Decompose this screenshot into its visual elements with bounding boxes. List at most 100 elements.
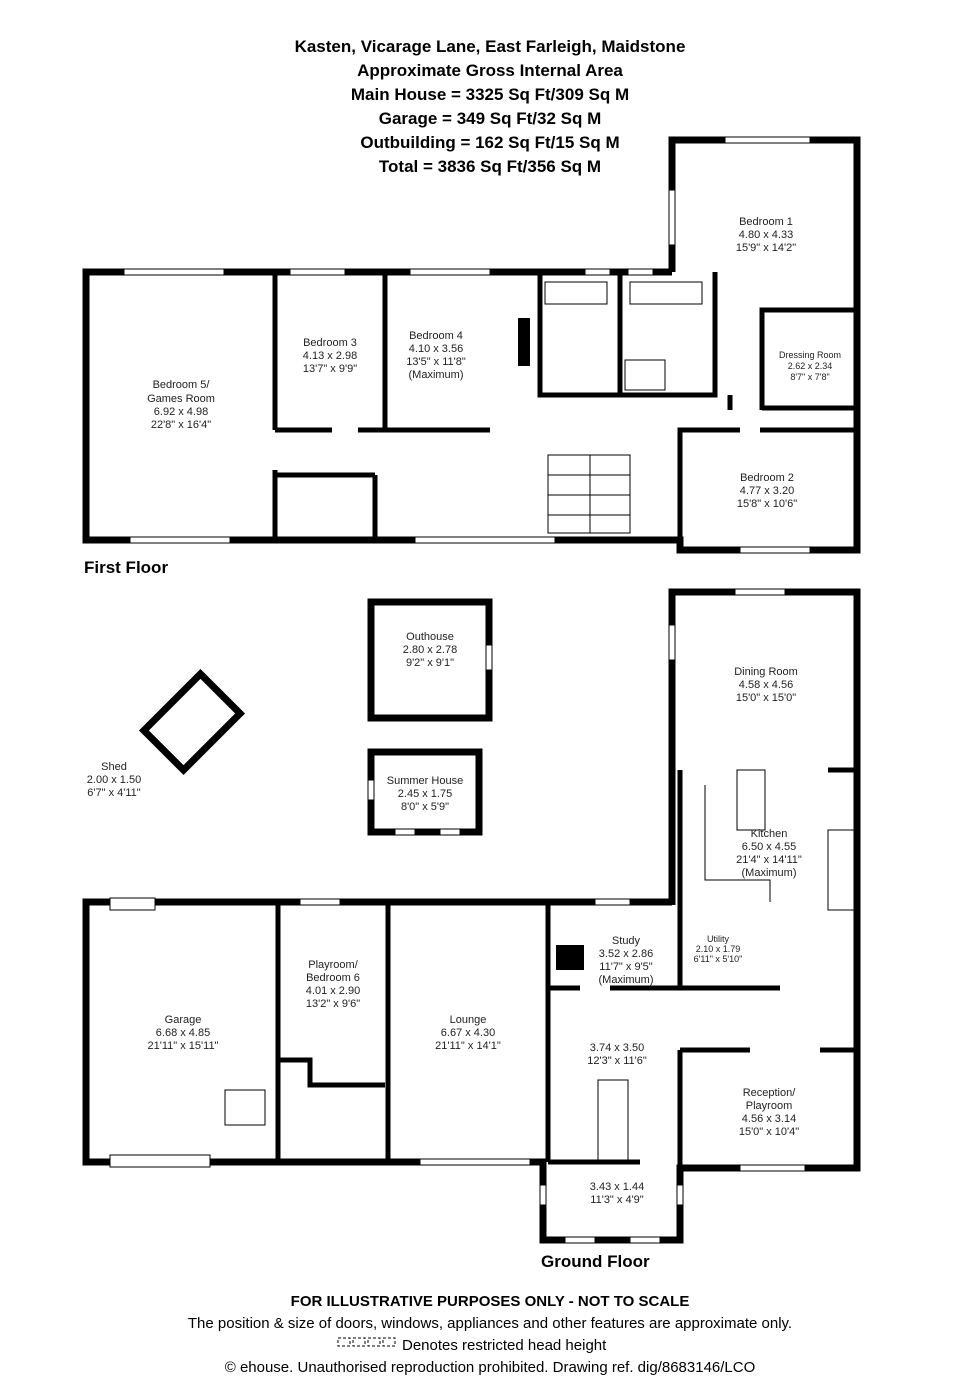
svg-text:11'3" x 4'9": 11'3" x 4'9" <box>590 1194 643 1206</box>
first-floor-plan <box>82 136 861 554</box>
svg-text:2.10 x 1.79: 2.10 x 1.79 <box>696 944 741 954</box>
svg-text:22'8" x 16'4": 22'8" x 16'4" <box>151 419 211 431</box>
svg-text:Outhouse: Outhouse <box>406 631 454 643</box>
svg-text:Dressing Room: Dressing Room <box>779 350 841 360</box>
svg-text:4.10 x 3.56: 4.10 x 3.56 <box>409 343 463 355</box>
svg-text:4.56 x 3.14: 4.56 x 3.14 <box>742 1113 796 1125</box>
svg-text:Summer House: Summer House <box>387 775 463 787</box>
svg-text:13'2" x 9'6": 13'2" x 9'6" <box>306 998 360 1010</box>
svg-text:Bedroom 1: Bedroom 1 <box>739 216 793 228</box>
svg-text:6.92 x 4.98: 6.92 x 4.98 <box>154 406 208 418</box>
svg-text:Dining Room: Dining Room <box>734 666 798 678</box>
svg-text:Bedroom 6: Bedroom 6 <box>306 972 360 984</box>
svg-text:15'8" x 10'6": 15'8" x 10'6" <box>737 498 797 510</box>
svg-text:(Maximum): (Maximum) <box>599 974 654 986</box>
garage-area: Garage = 349 Sq Ft/32 Sq M <box>379 109 602 128</box>
outbuilding-area: Outbuilding = 162 Sq Ft/15 Sq M <box>360 133 619 152</box>
svg-text:4.01 x 2.90: 4.01 x 2.90 <box>306 985 360 997</box>
svg-text:Bedroom 4: Bedroom 4 <box>409 330 463 342</box>
svg-text:9'2" x 9'1": 9'2" x 9'1" <box>406 657 454 669</box>
svg-text:3.52 x 2.86: 3.52 x 2.86 <box>599 948 653 960</box>
svg-text:6'11" x 5'10": 6'11" x 5'10" <box>694 954 743 964</box>
main-house-area: Main House = 3325 Sq Ft/309 Sq M <box>351 85 629 104</box>
svg-text:Garage: Garage <box>165 1014 202 1026</box>
restricted-head-height-legend: Denotes restricted head height <box>337 1337 607 1354</box>
svg-text:6.68 x 4.85: 6.68 x 4.85 <box>156 1027 210 1039</box>
total-area: Total = 3836 Sq Ft/356 Sq M <box>379 157 601 176</box>
svg-text:2.45 x 1.75: 2.45 x 1.75 <box>398 788 452 800</box>
svg-text:Reception/: Reception/ <box>743 1087 797 1099</box>
svg-text:13'7" x 9'9": 13'7" x 9'9" <box>303 363 357 375</box>
svg-text:6'7" x 4'11": 6'7" x 4'11" <box>87 787 140 799</box>
svg-text:21'11" x 14'1": 21'11" x 14'1" <box>435 1040 501 1052</box>
svg-text:4.77 x 3.20: 4.77 x 3.20 <box>740 485 794 497</box>
address: Kasten, Vicarage Lane, East Farleigh, Ma… <box>295 37 686 56</box>
svg-text:12'3" x 11'6": 12'3" x 11'6" <box>587 1055 647 1067</box>
area-subtitle: Approximate Gross Internal Area <box>357 61 623 80</box>
svg-text:4.58 x 4.56: 4.58 x 4.56 <box>739 679 793 691</box>
svg-text:2.00 x 1.50: 2.00 x 1.50 <box>87 774 141 786</box>
svg-text:Utility: Utility <box>707 934 729 944</box>
svg-text:Playroom: Playroom <box>746 1100 792 1112</box>
first-floor-label: First Floor <box>84 558 168 577</box>
footer: FOR ILLUSTRATIVE PURPOSES ONLY - NOT TO … <box>188 1293 792 1376</box>
svg-text:(Maximum): (Maximum) <box>742 867 797 879</box>
svg-text:2.80 x 2.78: 2.80 x 2.78 <box>403 644 457 656</box>
svg-text:15'9" x 14'2": 15'9" x 14'2" <box>736 242 796 254</box>
area-header: Kasten, Vicarage Lane, East Farleigh, Ma… <box>295 37 686 176</box>
ground-floor-plan <box>82 588 861 1244</box>
svg-text:Lounge: Lounge <box>450 1014 487 1026</box>
svg-text:21'11" x 15'11": 21'11" x 15'11" <box>148 1040 219 1052</box>
svg-text:6.50 x 4.55: 6.50 x 4.55 <box>742 841 796 853</box>
svg-text:Bedroom 3: Bedroom 3 <box>303 337 357 349</box>
svg-text:Study: Study <box>612 935 641 947</box>
svg-text:Bedroom 2: Bedroom 2 <box>740 472 794 484</box>
svg-text:Playroom/: Playroom/ <box>308 959 358 971</box>
svg-text:Kitchen: Kitchen <box>751 828 788 840</box>
svg-text:Denotes restricted head height: Denotes restricted head height <box>402 1337 607 1354</box>
ground-floor-label: Ground Floor <box>541 1252 650 1271</box>
svg-text:4.13 x 2.98: 4.13 x 2.98 <box>303 350 357 362</box>
svg-text:3.74 x 3.50: 3.74 x 3.50 <box>590 1042 644 1054</box>
svg-text:2.62 x 2.34: 2.62 x 2.34 <box>788 361 833 371</box>
svg-text:11'7" x 9'5": 11'7" x 9'5" <box>599 961 652 973</box>
svg-text:15'0" x 15'0": 15'0" x 15'0" <box>736 692 796 704</box>
copyright: © ehouse. Unauthorised reproduction proh… <box>225 1359 756 1376</box>
svg-text:8'7" x 7'8": 8'7" x 7'8" <box>790 372 829 382</box>
svg-text:6.67 x 4.30: 6.67 x 4.30 <box>441 1027 495 1039</box>
svg-text:(Maximum): (Maximum) <box>409 369 464 381</box>
svg-text:8'0" x 5'9": 8'0" x 5'9" <box>401 801 449 813</box>
svg-text:21'4" x 14'11": 21'4" x 14'11" <box>736 854 802 866</box>
svg-text:Shed: Shed <box>101 761 127 773</box>
approximation-note: The position & size of doors, windows, a… <box>188 1315 792 1332</box>
svg-text:15'0" x 10'4": 15'0" x 10'4" <box>739 1126 799 1138</box>
svg-text:4.80 x 4.33: 4.80 x 4.33 <box>739 229 793 241</box>
disclaimer: FOR ILLUSTRATIVE PURPOSES ONLY - NOT TO … <box>291 1293 690 1310</box>
svg-text:3.43 x 1.44: 3.43 x 1.44 <box>590 1181 644 1193</box>
svg-text:13'5" x 11'8": 13'5" x 11'8" <box>406 356 466 368</box>
svg-text:Games Room: Games Room <box>147 393 215 405</box>
